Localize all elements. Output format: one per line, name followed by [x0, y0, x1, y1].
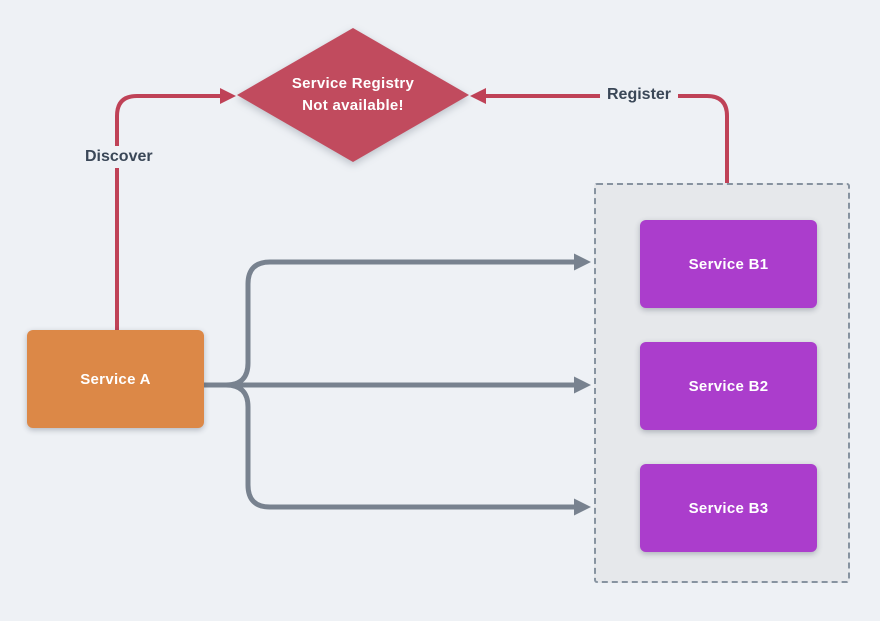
register-edge-label: Register	[600, 84, 679, 106]
service-registry-node: Service Registry Not available!	[237, 28, 469, 162]
service-registry-label-line2: Not available!	[302, 97, 404, 114]
call-b1-connector-line	[202, 259, 578, 388]
service-b2-node: Service B2	[640, 342, 817, 430]
service-b3-node: Service B3	[640, 464, 817, 552]
register-connector-line	[483, 94, 729, 185]
service-b3-label: Service B3	[688, 499, 769, 517]
service-b-group-container: Service B1 Service B2 Service B3	[594, 183, 850, 583]
discover-connector-line	[115, 94, 223, 332]
service-registry-label: Service Registry Not available!	[292, 73, 414, 117]
call-b3-connector-line	[202, 382, 578, 510]
register-arrowhead-icon	[470, 88, 486, 104]
call-b1-arrowhead-icon	[574, 253, 591, 271]
service-b1-node: Service B1	[640, 220, 817, 308]
service-registry-label-line1: Service Registry	[291, 75, 415, 93]
service-b1-label: Service B1	[688, 255, 769, 273]
service-b2-label: Service B2	[688, 377, 769, 395]
discover-edge-label: Discover	[78, 146, 160, 168]
discover-arrowhead-icon	[220, 88, 236, 104]
call-b3-arrowhead-icon	[574, 498, 591, 516]
service-a-node: Service A	[27, 330, 204, 428]
service-a-label: Service A	[80, 370, 151, 388]
call-b2-arrowhead-icon	[574, 376, 591, 394]
